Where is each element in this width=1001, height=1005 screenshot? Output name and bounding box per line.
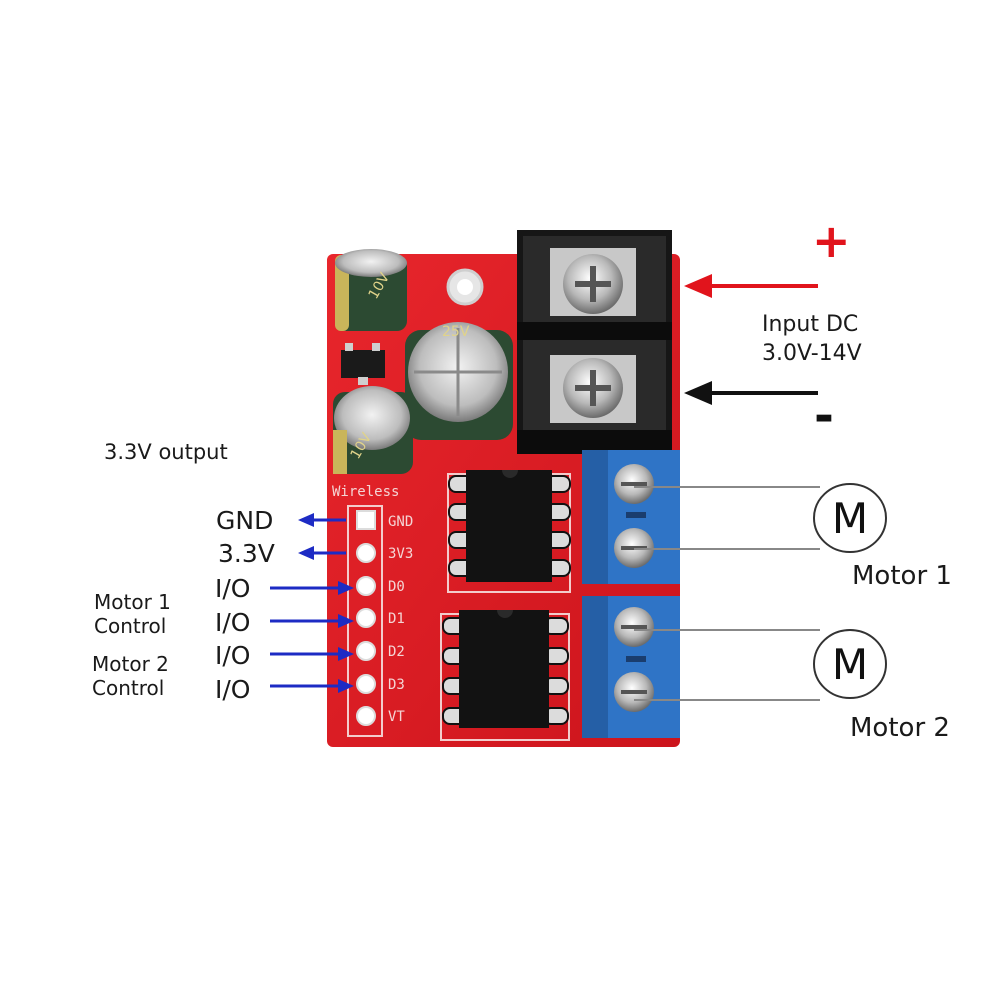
power-terminal-block — [517, 230, 672, 454]
pin-label-gnd: GND — [216, 506, 274, 535]
pin-pad — [356, 576, 376, 596]
motor-2-symbol — [813, 629, 887, 699]
motor-2-label: Motor 2 — [850, 713, 950, 743]
group-line: Control — [92, 676, 165, 700]
pin-pad — [356, 706, 376, 726]
signal-arrows — [270, 513, 354, 693]
motor-2-terminal — [582, 596, 680, 738]
pin-pad — [356, 674, 376, 694]
driver-ic-2 — [440, 610, 570, 741]
driver-ic-1 — [447, 470, 571, 593]
input-dc-range: 3.0V-14V — [762, 341, 862, 366]
minus-sign: - — [814, 388, 834, 444]
motor-1-letter: M — [832, 494, 868, 543]
group-line: Control — [94, 614, 167, 638]
gnd-arrow — [298, 513, 346, 527]
v33-arrow — [298, 546, 346, 560]
input-dc-title: Input DC — [762, 312, 859, 337]
motor-2-letter: M — [832, 640, 868, 689]
capacitor-center: 25V — [405, 322, 513, 440]
group-line: Motor 2 — [92, 652, 169, 676]
d1-arrow — [270, 614, 354, 628]
silkscreen-title: Wireless — [332, 484, 399, 500]
pin-pad — [356, 608, 376, 628]
pin-pads — [356, 510, 376, 726]
silk-pin-label: VT — [388, 709, 405, 725]
motor-2-control-label: Motor 2 Control — [92, 652, 169, 700]
pin-label-d0: I/O — [215, 574, 251, 603]
d3-arrow — [270, 679, 354, 693]
pin-pad — [356, 641, 376, 661]
silk-pin-label: D3 — [388, 677, 405, 693]
d2-arrow — [270, 647, 354, 661]
silk-pin-label: 3V3 — [388, 546, 413, 562]
pin-pad — [356, 510, 376, 530]
silk-pin-label: D2 — [388, 644, 405, 660]
pin-pad — [356, 543, 376, 563]
plus-sign: + — [812, 214, 851, 268]
pin-label-d1: I/O — [215, 608, 251, 637]
silk-pin-label: GND — [388, 514, 413, 530]
output-note: 3.3V output — [104, 440, 228, 464]
motor-1-label: Motor 1 — [852, 561, 952, 591]
pin-label-3v3: 3.3V — [218, 539, 275, 568]
motor-1-terminal — [582, 450, 680, 584]
negative-arrow — [684, 381, 818, 405]
motor-1-control-label: Motor 1 Control — [94, 590, 171, 638]
capacitor-bottom-left: 10V — [333, 386, 413, 474]
silk-pin-label: D0 — [388, 579, 405, 595]
pin-label-d3: I/O — [215, 675, 251, 704]
capacitor-marking: 25V — [442, 324, 470, 340]
smd-transistor — [341, 350, 385, 378]
motor-1-symbol — [813, 483, 887, 553]
group-line: Motor 1 — [94, 590, 171, 614]
motor-wires — [634, 486, 820, 701]
d0-arrow — [270, 581, 354, 595]
capacitor-top-left: 10V — [335, 249, 407, 331]
positive-arrow — [684, 274, 818, 298]
silk-pin-label: D1 — [388, 611, 405, 627]
pin-label-d2: I/O — [215, 641, 251, 670]
